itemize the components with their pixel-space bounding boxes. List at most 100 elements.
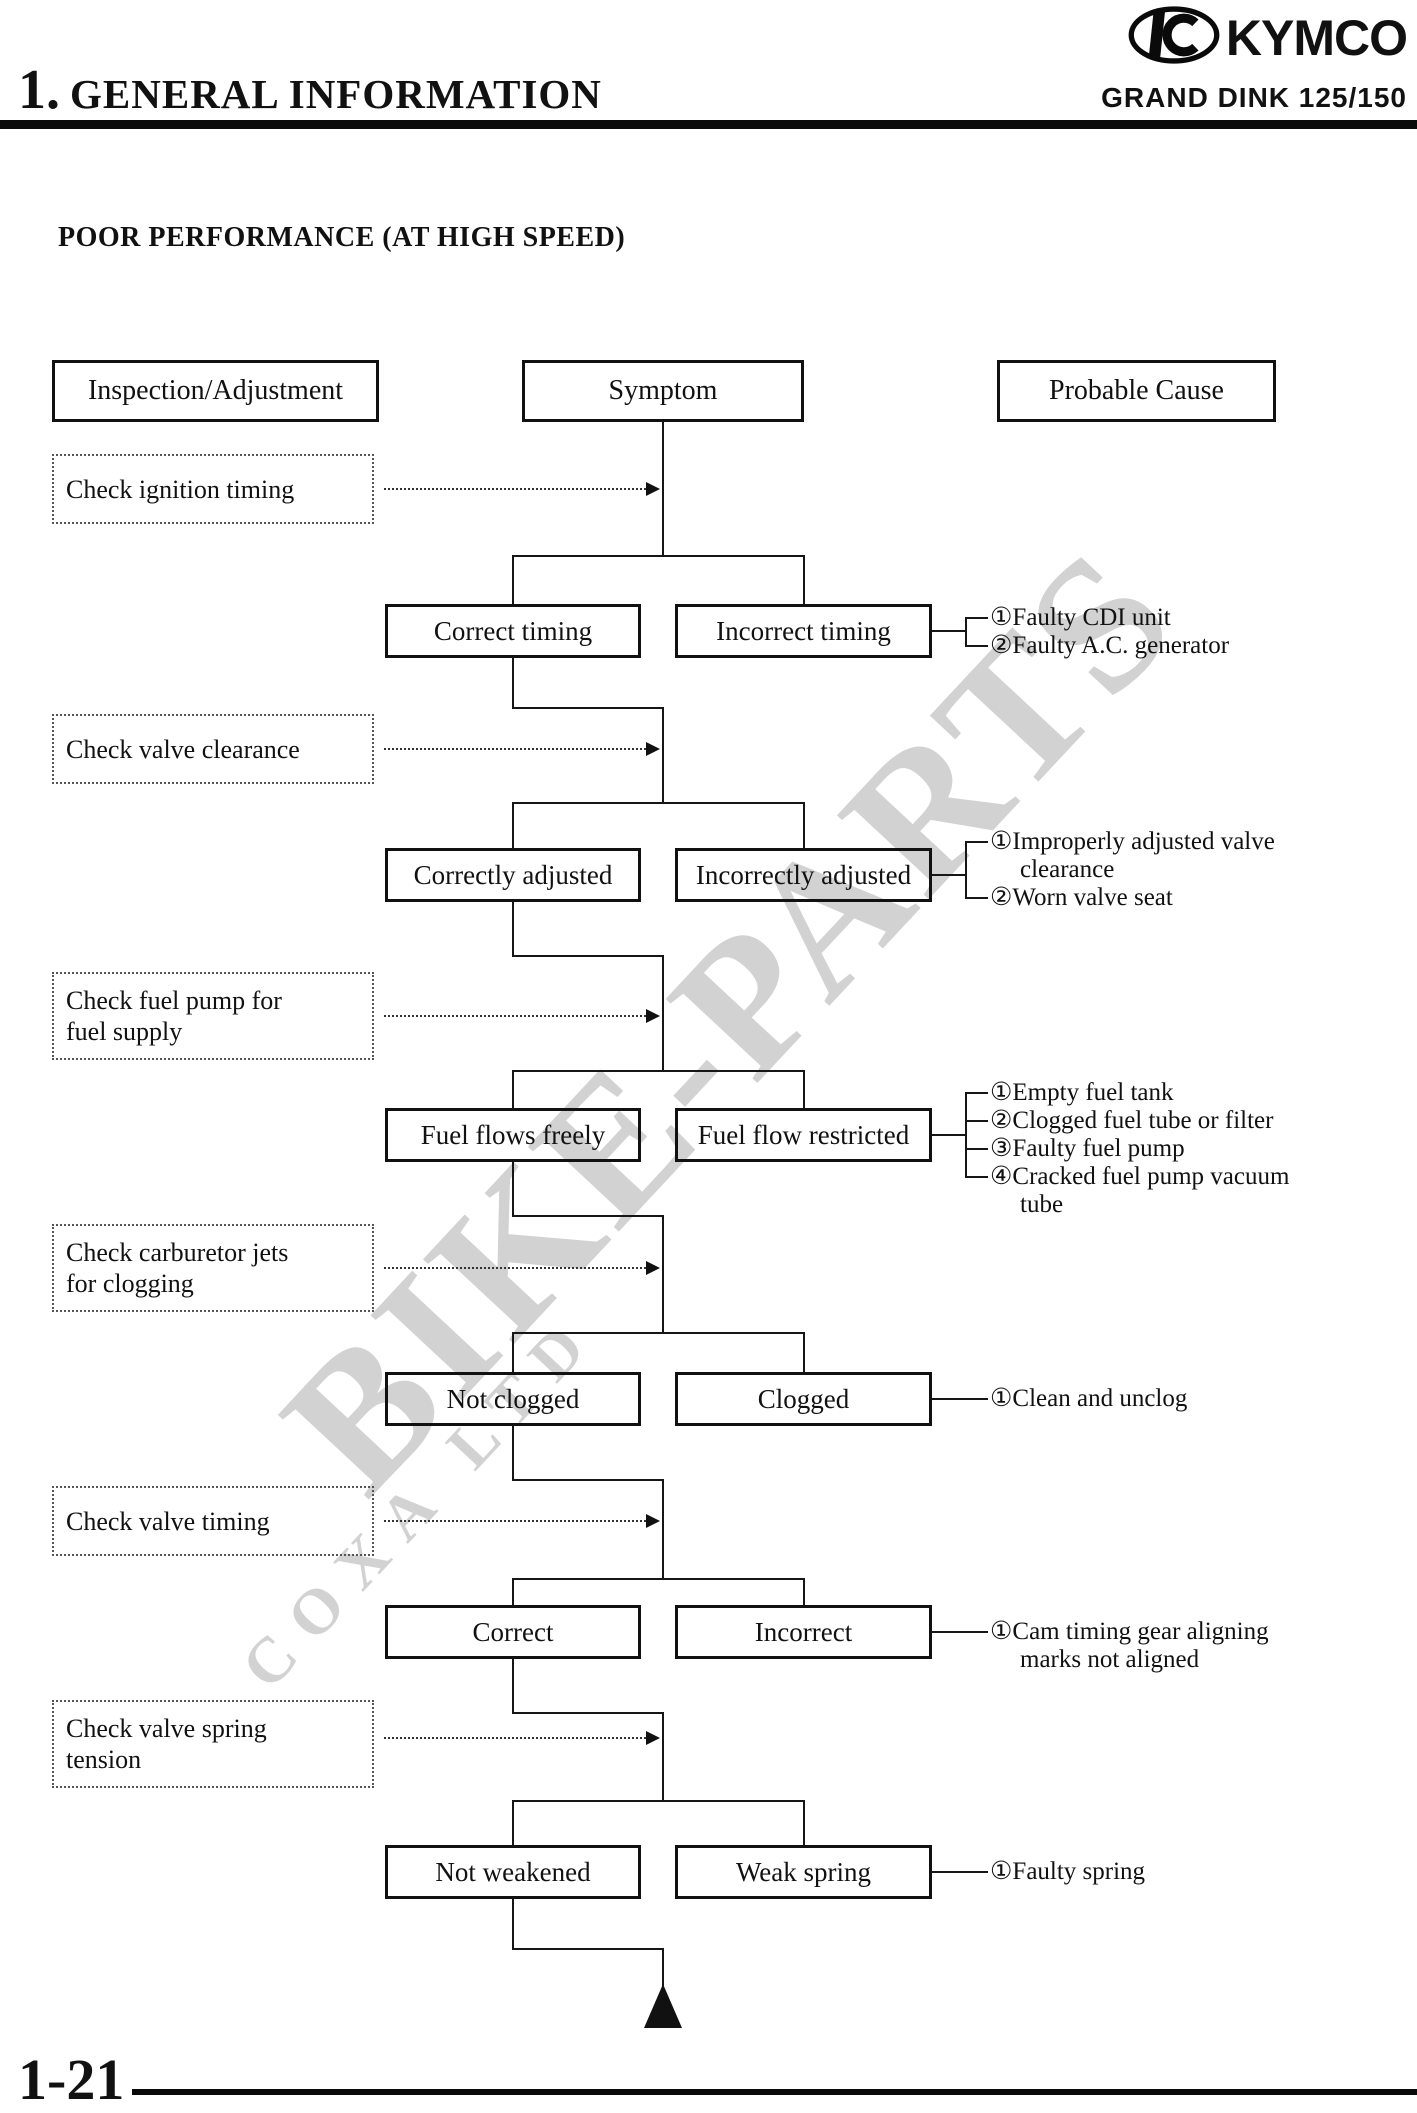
model-text: GRAND DINK 125/150 bbox=[1101, 82, 1407, 113]
cause-line: ④Cracked fuel pump vacuum bbox=[990, 1163, 1290, 1190]
result-box-bad: Clogged bbox=[675, 1372, 932, 1426]
connector-line bbox=[662, 707, 664, 804]
bracket-line bbox=[965, 617, 967, 647]
bracket-line bbox=[965, 841, 988, 843]
connector-line bbox=[662, 1712, 664, 1802]
section-heading: 1. GENERAL INFORMATION bbox=[18, 58, 602, 122]
kymco-logo-icon bbox=[1128, 6, 1220, 69]
connector-line bbox=[512, 802, 805, 804]
check-label: Check fuel pump for bbox=[66, 986, 282, 1015]
brand-text: KYMCO bbox=[1225, 9, 1408, 66]
dotted-arrow bbox=[384, 1520, 646, 1522]
result-box-bad: Incorrectly adjusted bbox=[675, 848, 932, 902]
dotted-arrow bbox=[384, 748, 646, 750]
connector-line bbox=[662, 955, 664, 1072]
cause-line: marks not aligned bbox=[1020, 1646, 1200, 1673]
bracket-line bbox=[965, 1176, 988, 1178]
flowchart-title: POOR PERFORMANCE (AT HIGH SPEED) bbox=[58, 222, 626, 253]
connector-line bbox=[512, 1162, 514, 1217]
bracket-line bbox=[932, 1398, 988, 1400]
arrowhead-icon bbox=[646, 1731, 660, 1745]
cause-line: ③Faulty fuel pump bbox=[990, 1135, 1185, 1162]
check-box-valve-timing: Check valve timing bbox=[52, 1486, 374, 1556]
cause-list: ①Clean and unclog bbox=[990, 1385, 1187, 1413]
bracket-line bbox=[932, 1631, 988, 1633]
column-header-inspection: Inspection/Adjustment bbox=[52, 360, 379, 422]
cause-line: ②Worn valve seat bbox=[990, 884, 1173, 911]
check-label: Check carburetor jets bbox=[66, 1238, 289, 1267]
connector-line bbox=[512, 1712, 664, 1714]
check-label: fuel supply bbox=[66, 1017, 183, 1046]
result-box-ok: Not weakened bbox=[385, 1845, 641, 1899]
bracket-line bbox=[965, 1092, 967, 1178]
result-box-ok: Fuel flows freely bbox=[385, 1108, 641, 1162]
connector-line bbox=[512, 1578, 805, 1580]
result-box-bad: Weak spring bbox=[675, 1845, 932, 1899]
bracket-line bbox=[932, 1871, 988, 1873]
check-box-carburetor-jets: Check carburetor jets for clogging bbox=[52, 1224, 374, 1312]
connector-line bbox=[512, 1070, 514, 1108]
connector-line bbox=[512, 1332, 805, 1334]
connector-line bbox=[512, 555, 514, 604]
connector-line bbox=[512, 1800, 805, 1802]
check-box-valve-clearance: Check valve clearance bbox=[52, 714, 374, 784]
dotted-arrow bbox=[384, 488, 646, 490]
connector-line bbox=[512, 707, 664, 709]
result-box-bad: Incorrect bbox=[675, 1605, 932, 1659]
bracket-line bbox=[965, 1148, 988, 1150]
connector-line bbox=[803, 802, 805, 848]
check-box-fuel-pump: Check fuel pump for fuel supply bbox=[52, 972, 374, 1060]
cause-line: ①Improperly adjusted valve bbox=[990, 828, 1275, 855]
check-label: Check valve spring bbox=[66, 1714, 267, 1743]
connector-line bbox=[803, 555, 805, 604]
connector-line bbox=[803, 1332, 805, 1372]
arrowhead-icon bbox=[646, 482, 660, 496]
connector-line bbox=[512, 902, 514, 957]
result-box-bad: Incorrect timing bbox=[675, 604, 932, 658]
arrowhead-icon bbox=[646, 1009, 660, 1023]
cause-line: tube bbox=[1020, 1191, 1064, 1218]
result-box-ok: Correct timing bbox=[385, 604, 641, 658]
connector-line bbox=[512, 1332, 514, 1372]
continuation-triangle-icon bbox=[644, 1984, 682, 2028]
cause-line: ①Faulty CDI unit bbox=[990, 604, 1171, 631]
page-number: 1-21 bbox=[18, 2047, 125, 2112]
connector-line bbox=[662, 1479, 664, 1580]
check-box-valve-spring: Check valve spring tension bbox=[52, 1700, 374, 1788]
section-number: 1. bbox=[18, 59, 60, 121]
bracket-line bbox=[965, 617, 988, 619]
connector-line bbox=[512, 1899, 514, 1950]
result-box-ok: Not clogged bbox=[385, 1372, 641, 1426]
result-box-ok: Correctly adjusted bbox=[385, 848, 641, 902]
connector-line bbox=[662, 1215, 664, 1334]
result-box-ok: Correct bbox=[385, 1605, 641, 1659]
bracket-line bbox=[965, 1092, 988, 1094]
brand-logo: KYMCO bbox=[1128, 6, 1408, 69]
connector-line bbox=[662, 1948, 664, 1986]
cause-line: ②Faulty A.C. generator bbox=[990, 632, 1230, 659]
connector-line bbox=[512, 1070, 805, 1072]
bracket-line bbox=[965, 1120, 988, 1122]
bracket-line bbox=[965, 645, 988, 647]
dotted-arrow bbox=[384, 1015, 646, 1017]
bracket-line bbox=[932, 874, 967, 876]
connector-line bbox=[512, 802, 514, 848]
connector-line bbox=[512, 1578, 514, 1605]
connector-line bbox=[512, 1479, 664, 1481]
check-label: tension bbox=[66, 1745, 142, 1774]
connector-line bbox=[803, 1070, 805, 1108]
connector-line bbox=[512, 1948, 664, 1950]
connector-line bbox=[803, 1578, 805, 1605]
check-label: Check ignition timing bbox=[66, 474, 295, 504]
cause-line: ①Clean and unclog bbox=[990, 1385, 1188, 1412]
cause-list: ①Cam timing gear aligning marks not alig… bbox=[990, 1618, 1269, 1674]
connector-line bbox=[803, 1800, 805, 1845]
cause-line: clearance bbox=[1020, 856, 1115, 883]
cause-list: ①Improperly adjusted valve clearance ②Wo… bbox=[990, 828, 1275, 912]
bracket-line bbox=[932, 630, 967, 632]
check-label: Check valve clearance bbox=[66, 734, 300, 764]
check-label: Check valve timing bbox=[66, 1506, 270, 1536]
cause-line: ②Clogged fuel tube or filter bbox=[990, 1107, 1274, 1134]
arrowhead-icon bbox=[646, 742, 660, 756]
